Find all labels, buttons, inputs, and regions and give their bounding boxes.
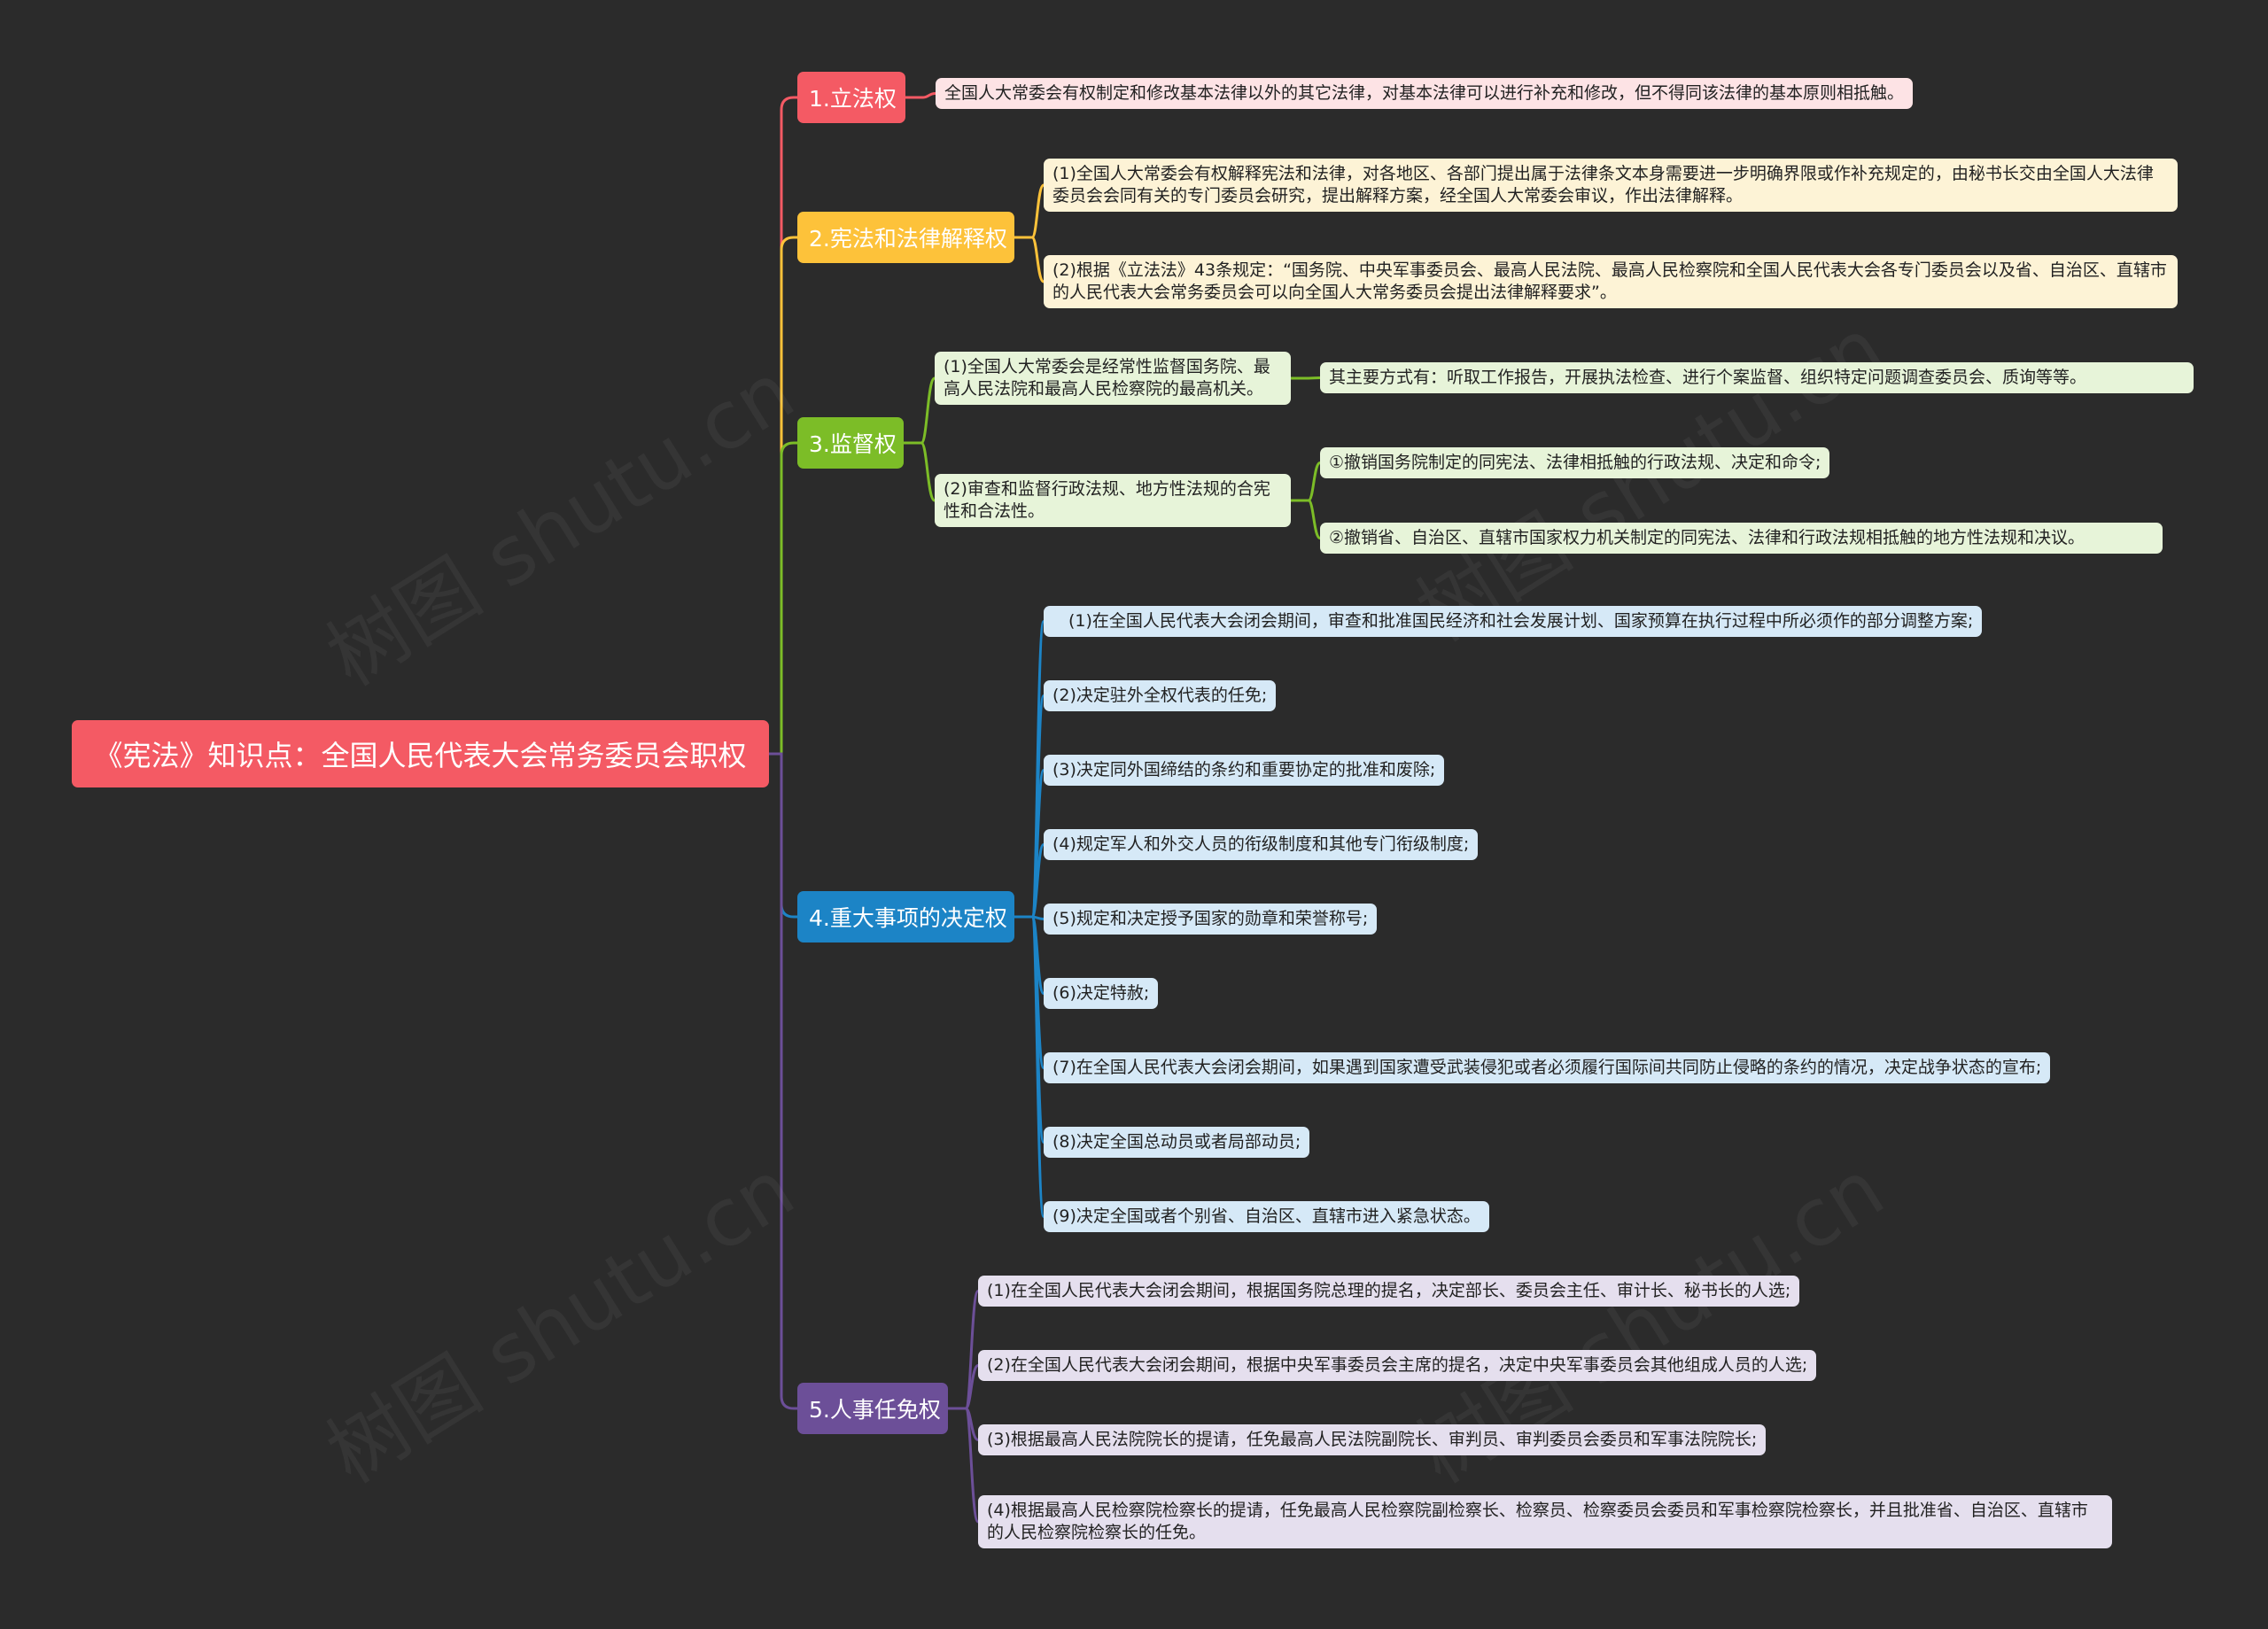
branch4-link-3 (1030, 843, 1045, 919)
leaf-appointment-1[interactable]: (1)在全国人民代表大会闭会期间，根据国务院总理的提名，决定部长、委员会主任、审… (978, 1276, 1800, 1307)
branch4-link-8 (1030, 915, 1045, 1218)
leaf-appointment-4[interactable]: (4)根据最高人民检察院检察长的提请，任免最高人民检察院副检察长、检察员、检察委… (978, 1495, 2112, 1548)
branch5-link-1 (964, 1364, 980, 1410)
leaf-decision-6[interactable]: (6)决定特赦; (1044, 978, 1159, 1009)
branch2-link-1 (1030, 236, 1045, 283)
leaf-decision-5[interactable]: (5)规定和决定授予国家的勋章和荣誉称号; (1044, 904, 1378, 935)
branch3-link-0 (920, 376, 936, 445)
root-to-branch-1 (769, 96, 797, 756)
branch5-link-3 (964, 1407, 980, 1524)
root-to-branch-2 (769, 236, 797, 756)
root-to-branch-3 (769, 441, 797, 756)
branch1-link-0 (922, 92, 936, 99)
leaf-decision-2[interactable]: (2)决定驻外全权代表的任免; (1044, 680, 1277, 711)
branch-decision-power[interactable]: 4.重大事项的决定权 (797, 891, 1014, 942)
branch2-link-0 (1030, 183, 1045, 239)
leaf-supervision-2-revoke-local[interactable]: ②撤销省、自治区、直辖市国家权力机关制定的同宪法、法律和行政法规相抵触的地方性法… (1320, 523, 2163, 554)
branch3-link-1 (920, 441, 936, 502)
leaf-decision-8[interactable]: (8)决定全国总动员或者局部动员; (1044, 1127, 1310, 1158)
branch3-sub2-link-0 (1307, 462, 1322, 502)
leaf-decision-7[interactable]: (7)在全国人民代表大会闭会期间，如果遇到国家遭受武装侵犯或者必须履行国际间共同… (1044, 1052, 2051, 1083)
leaf-interpretation-2[interactable]: (2)根据《立法法》43条规定：“国务院、中央军事委员会、最高人民法院、最高人民… (1044, 255, 2178, 308)
leaf-decision-9[interactable]: (9)决定全国或者个别省、自治区、直辖市进入紧急状态。 (1044, 1201, 1489, 1232)
branch-supervision-power[interactable]: 3.监督权 (797, 417, 904, 469)
branch-appointment-power[interactable]: 5.人事任免权 (797, 1383, 948, 1434)
root-to-branch-4 (769, 752, 797, 919)
branch-legislative-power[interactable]: 1.立法权 (797, 72, 905, 123)
leaf-supervision-1-methods[interactable]: 其主要方式有：听取工作报告，开展执法检查、进行个案监督、组织特定问题调查委员会、… (1320, 362, 2194, 393)
leaf-supervision-2-revoke-state-council[interactable]: ①撤销国务院制定的同宪法、法律相抵触的行政法规、决定和命令; (1320, 447, 1830, 478)
leaf-decision-4[interactable]: (4)规定军人和外交人员的衔级制度和其他专门衔级制度; (1044, 829, 1479, 860)
leaf-appointment-3[interactable]: (3)根据最高人民法院院长的提请，任免最高人民法院副院长、审判员、审判委员会委员… (978, 1424, 1767, 1455)
branch-interpretation-power[interactable]: 2.宪法和法律解释权 (797, 212, 1014, 263)
leaf-decision-3[interactable]: (3)决定同外国缔结的条约和重要协定的批准和废除; (1044, 755, 1445, 786)
leaf-decision-1[interactable]: (1)在全国人民代表大会闭会期间，审查和批准国民经济和社会发展计划、国家预算在执… (1044, 606, 1983, 637)
leaf-supervision-2[interactable]: (2)审查和监督行政法规、地方性法规的合宪性和合法性。 (935, 474, 1291, 527)
root-to-branch-5 (769, 752, 797, 1410)
leaf-legislative-detail[interactable]: 全国人大常委会有权制定和修改基本法律以外的其它法律，对基本法律可以进行补充和修改… (936, 78, 1914, 109)
root-topic[interactable]: 《宪法》知识点：全国人民代表大会常务委员会职权 (72, 720, 769, 787)
leaf-supervision-1[interactable]: (1)全国人大常委会是经常性监督国务院、最高人民法院和最高人民检察院的最高机关。 (935, 352, 1291, 405)
leaf-appointment-2[interactable]: (2)在全国人民代表大会闭会期间，根据中央军事委员会主席的提名，决定中央军事委员… (978, 1350, 1817, 1381)
branch3-sub2-link-1 (1307, 499, 1322, 539)
branch3-sub1-link-0 (1308, 376, 1321, 380)
leaf-interpretation-1[interactable]: (1)全国人大常委会有权解释宪法和法律，对各地区、各部门提出属于法律条文本身需要… (1044, 159, 2178, 212)
